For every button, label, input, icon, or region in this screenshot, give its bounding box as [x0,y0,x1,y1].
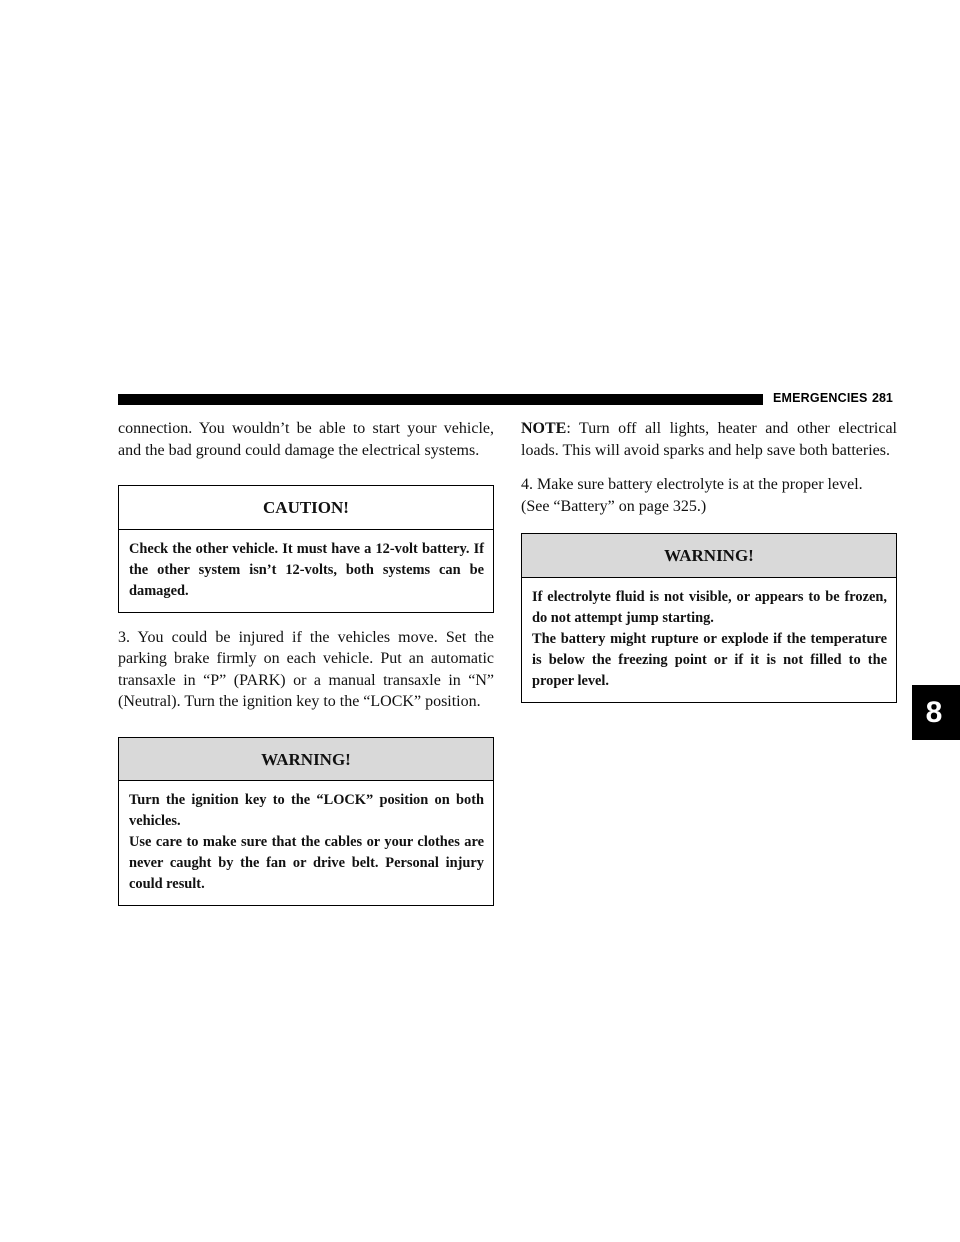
header-rule [118,394,763,405]
note-label: NOTE [521,420,567,437]
warning-title-left: WARNING! [119,737,493,781]
caution-box: CAUTION! Check the other vehicle. It mus… [118,485,494,613]
chapter-tab: 8 [912,685,960,740]
warning-right-line-2: The battery might rupture or explode if … [532,630,887,689]
left-column: connection. You wouldn’t be able to star… [118,418,494,919]
step-4-paragraph: 4. Make sure battery electrolyte is at t… [521,474,897,517]
step-4-line-2: (See “Battery” on page 325.) [521,497,707,515]
warning-left-line-2: Use care to make sure that the cables or… [129,834,484,892]
warning-box-left: WARNING! Turn the ignition key to the “L… [118,736,494,906]
step-3-paragraph: 3. You could be injured if the vehicles … [118,628,494,711]
caution-text: Check the other vehicle. It must have a … [129,540,484,599]
page-number: 281 [872,391,893,405]
step-4-line-1: 4. Make sure battery electrolyte is at t… [521,476,863,493]
warning-right-line-1: If electrolyte fluid is not visible, or … [532,588,887,626]
section-title: EMERGENCIES [773,391,868,405]
warning-body-right: If electrolyte fluid is not visible, or … [522,578,896,702]
warning-box-right: WARNING! If electrolyte fluid is not vis… [521,533,897,703]
caution-body: Check the other vehicle. It must have a … [119,530,493,612]
warning-title-right: WARNING! [522,534,896,578]
right-column: NOTE: Turn off all lights, heater and ot… [521,418,897,716]
note-text: : Turn off all lights, heater and other … [521,420,897,459]
warning-left-line-1: Turn the ignition key to the “LOCK” posi… [129,792,484,829]
warning-body-left: Turn the ignition key to the “LOCK” posi… [119,781,493,905]
note-paragraph: NOTE: Turn off all lights, heater and ot… [521,418,897,461]
caution-title: CAUTION! [119,486,493,530]
intro-paragraph: connection. You wouldn’t be able to star… [118,420,494,459]
